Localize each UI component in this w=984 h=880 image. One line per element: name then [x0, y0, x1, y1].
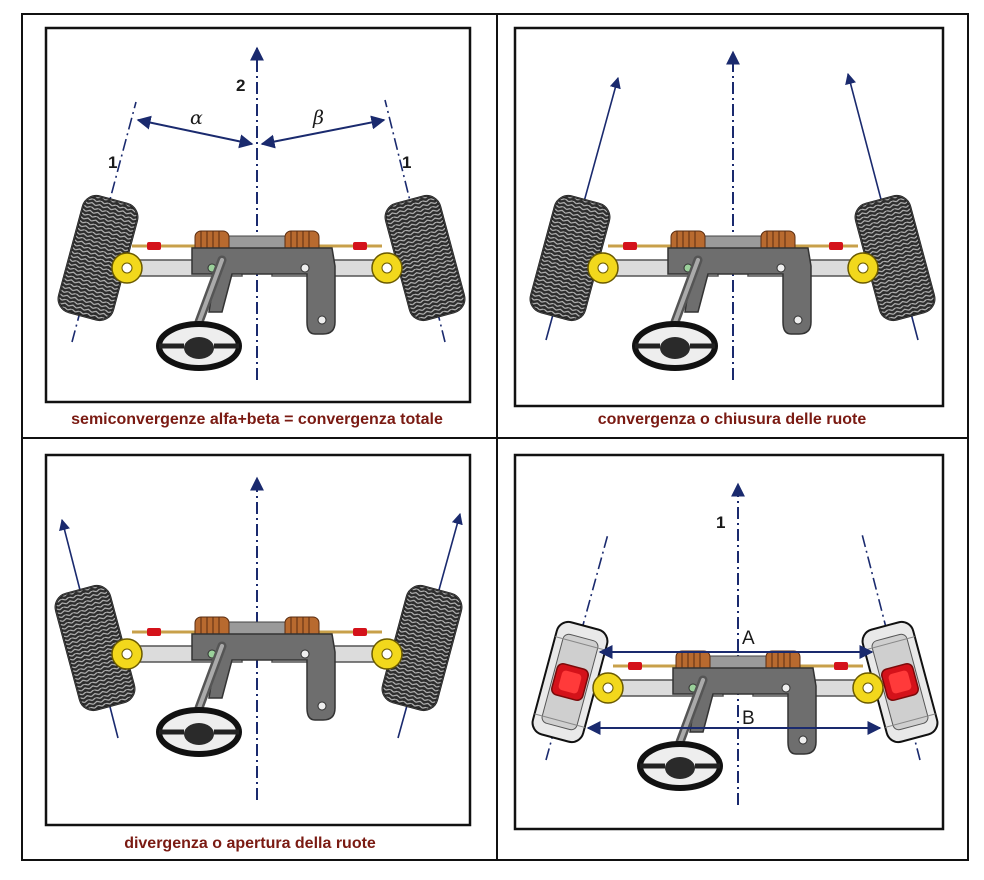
left-wheel-axis-label: 1 — [108, 153, 117, 172]
panel-bottom-right: 1 A B — [513, 453, 945, 831]
right-wheel-axis-label: 1 — [402, 153, 411, 172]
left-wheel-axis — [71, 101, 137, 343]
center-axis-label: 1 — [716, 513, 725, 532]
center-axis-label: 2 — [236, 76, 245, 95]
alpha-label: α — [190, 107, 203, 129]
alpha-dimension-arrow — [136, 115, 254, 149]
panel-caption: convergenza o chiusura delle ruote — [598, 411, 867, 428]
rear-distance-label: B — [742, 708, 755, 729]
panel-caption: divergenza o apertura della ruote — [124, 835, 376, 852]
panel-top-left: 2 1 1 α β semiconvergenze alfa+beta = co… — [44, 26, 472, 428]
panel-top-right: convergenza o chiusura delle ruote — [513, 26, 945, 428]
beta-label: β — [312, 107, 324, 129]
beta-dimension-arrow — [260, 115, 386, 149]
front-distance-label: A — [742, 628, 755, 649]
panel-caption: semiconvergenze alfa+beta = convergenza … — [71, 411, 443, 428]
right-wheel-axis — [384, 99, 446, 343]
panel-bottom-left: divergenza o apertura della ruote — [44, 453, 472, 852]
